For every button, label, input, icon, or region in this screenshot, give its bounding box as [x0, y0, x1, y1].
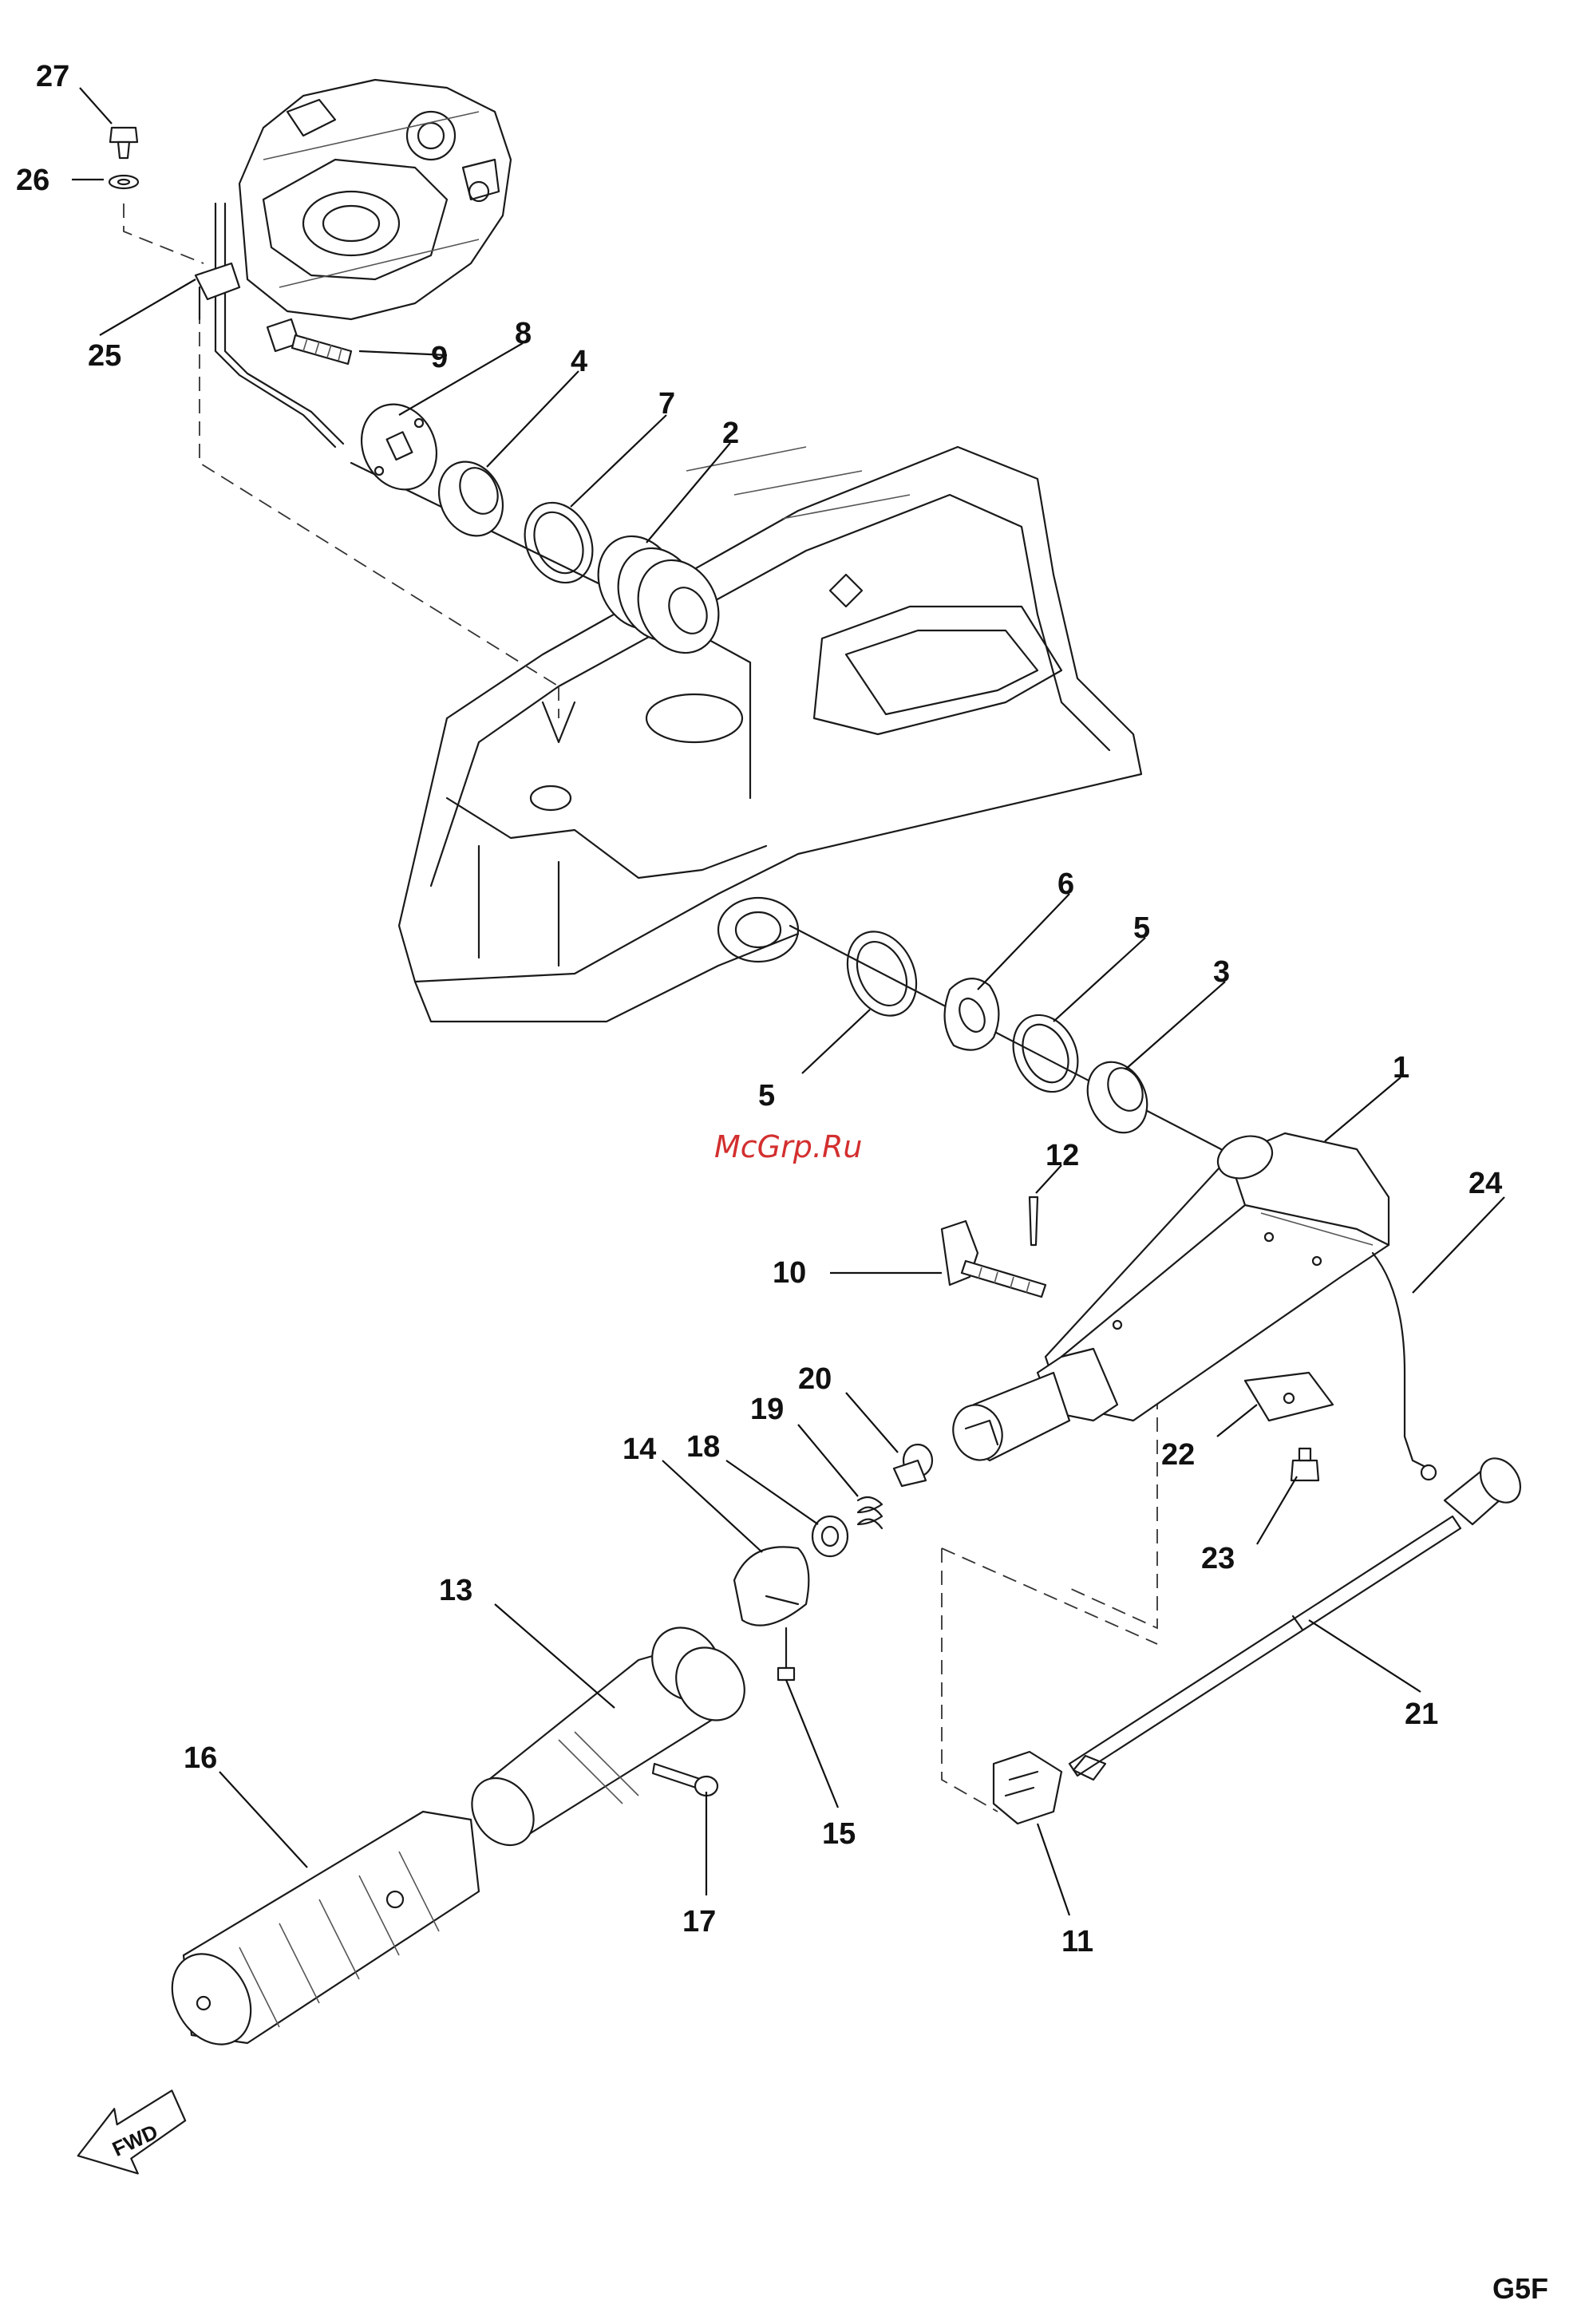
friction-piece-part-14	[734, 1547, 808, 1625]
callout-19: 19	[750, 1393, 784, 1426]
clamp-part-25	[196, 263, 239, 319]
callout-11: 11	[1061, 1925, 1093, 1958]
screw-part-26	[110, 128, 137, 158]
callout-24: 24	[1468, 1167, 1502, 1200]
plate-part-8	[348, 392, 450, 502]
screw-part-15	[778, 1628, 794, 1680]
steering-handle-part-1	[946, 1129, 1389, 1468]
callout-26: 27	[36, 60, 69, 93]
bolt-part-9	[267, 319, 351, 364]
ring-part-7	[512, 492, 605, 594]
washer-part-18	[812, 1516, 848, 1556]
callout-15: 15	[822, 1817, 856, 1851]
callout-3: 3	[1213, 955, 1230, 989]
diagram-code: G5F	[1492, 2272, 1548, 2305]
callout-10: 10	[773, 1256, 806, 1290]
callout-17: 17	[682, 1905, 716, 1939]
screw-part-17	[653, 1764, 717, 1796]
callout-27: 26	[16, 164, 49, 197]
shaft-part-21	[1069, 1451, 1528, 1780]
grommet-part-2	[583, 523, 733, 666]
bracket-part-11	[994, 1752, 1061, 1824]
collar-part-20	[894, 1445, 932, 1486]
callout-12: 12	[1046, 1139, 1079, 1172]
callout-23: 23	[1201, 1542, 1235, 1575]
callout-5-lower: 5	[758, 1079, 775, 1113]
callout-labels: 27 26 25 9 8 4 7 2 6 5 3 5 1 12 10 20 19…	[16, 60, 1502, 1958]
callout-20: 20	[798, 1362, 832, 1396]
callout-1: 1	[1393, 1051, 1409, 1085]
bushing-part-3	[1077, 1053, 1158, 1143]
callout-6: 6	[1057, 868, 1074, 901]
throttle-tube-part-13	[460, 1615, 759, 1857]
watermark-text: McGrp.Ru	[714, 1129, 862, 1164]
wire-part-24	[1373, 1253, 1436, 1480]
callout-13: 13	[439, 1574, 472, 1607]
plate-part-22	[1245, 1373, 1333, 1421]
callout-14: 14	[623, 1433, 656, 1466]
forward-arrow-icon: FWD	[69, 2089, 192, 2184]
callout-5-upper: 5	[1133, 911, 1150, 945]
callout-22: 22	[1161, 1438, 1195, 1472]
bushing-part-4	[427, 451, 514, 546]
washer-part-5-upper	[1001, 1005, 1089, 1103]
bolt-part-23	[1291, 1449, 1318, 1480]
pin-part-12	[1030, 1197, 1038, 1245]
callout-7: 7	[658, 387, 675, 421]
callout-16: 16	[184, 1741, 217, 1775]
callout-8: 8	[515, 317, 532, 350]
handle-grip-part-16	[156, 1812, 479, 2058]
callout-21: 21	[1405, 1698, 1438, 1731]
callout-25: 25	[88, 339, 121, 373]
leader-lines	[72, 88, 1504, 1915]
callout-2: 2	[722, 417, 739, 450]
washer-part-27	[109, 176, 138, 188]
callout-9: 9	[431, 341, 448, 374]
spring-part-19	[858, 1497, 882, 1528]
wave-washer-part-6	[945, 978, 999, 1050]
callout-4: 4	[571, 345, 587, 378]
callout-18: 18	[686, 1430, 720, 1464]
carburetor-illustration	[239, 80, 511, 319]
